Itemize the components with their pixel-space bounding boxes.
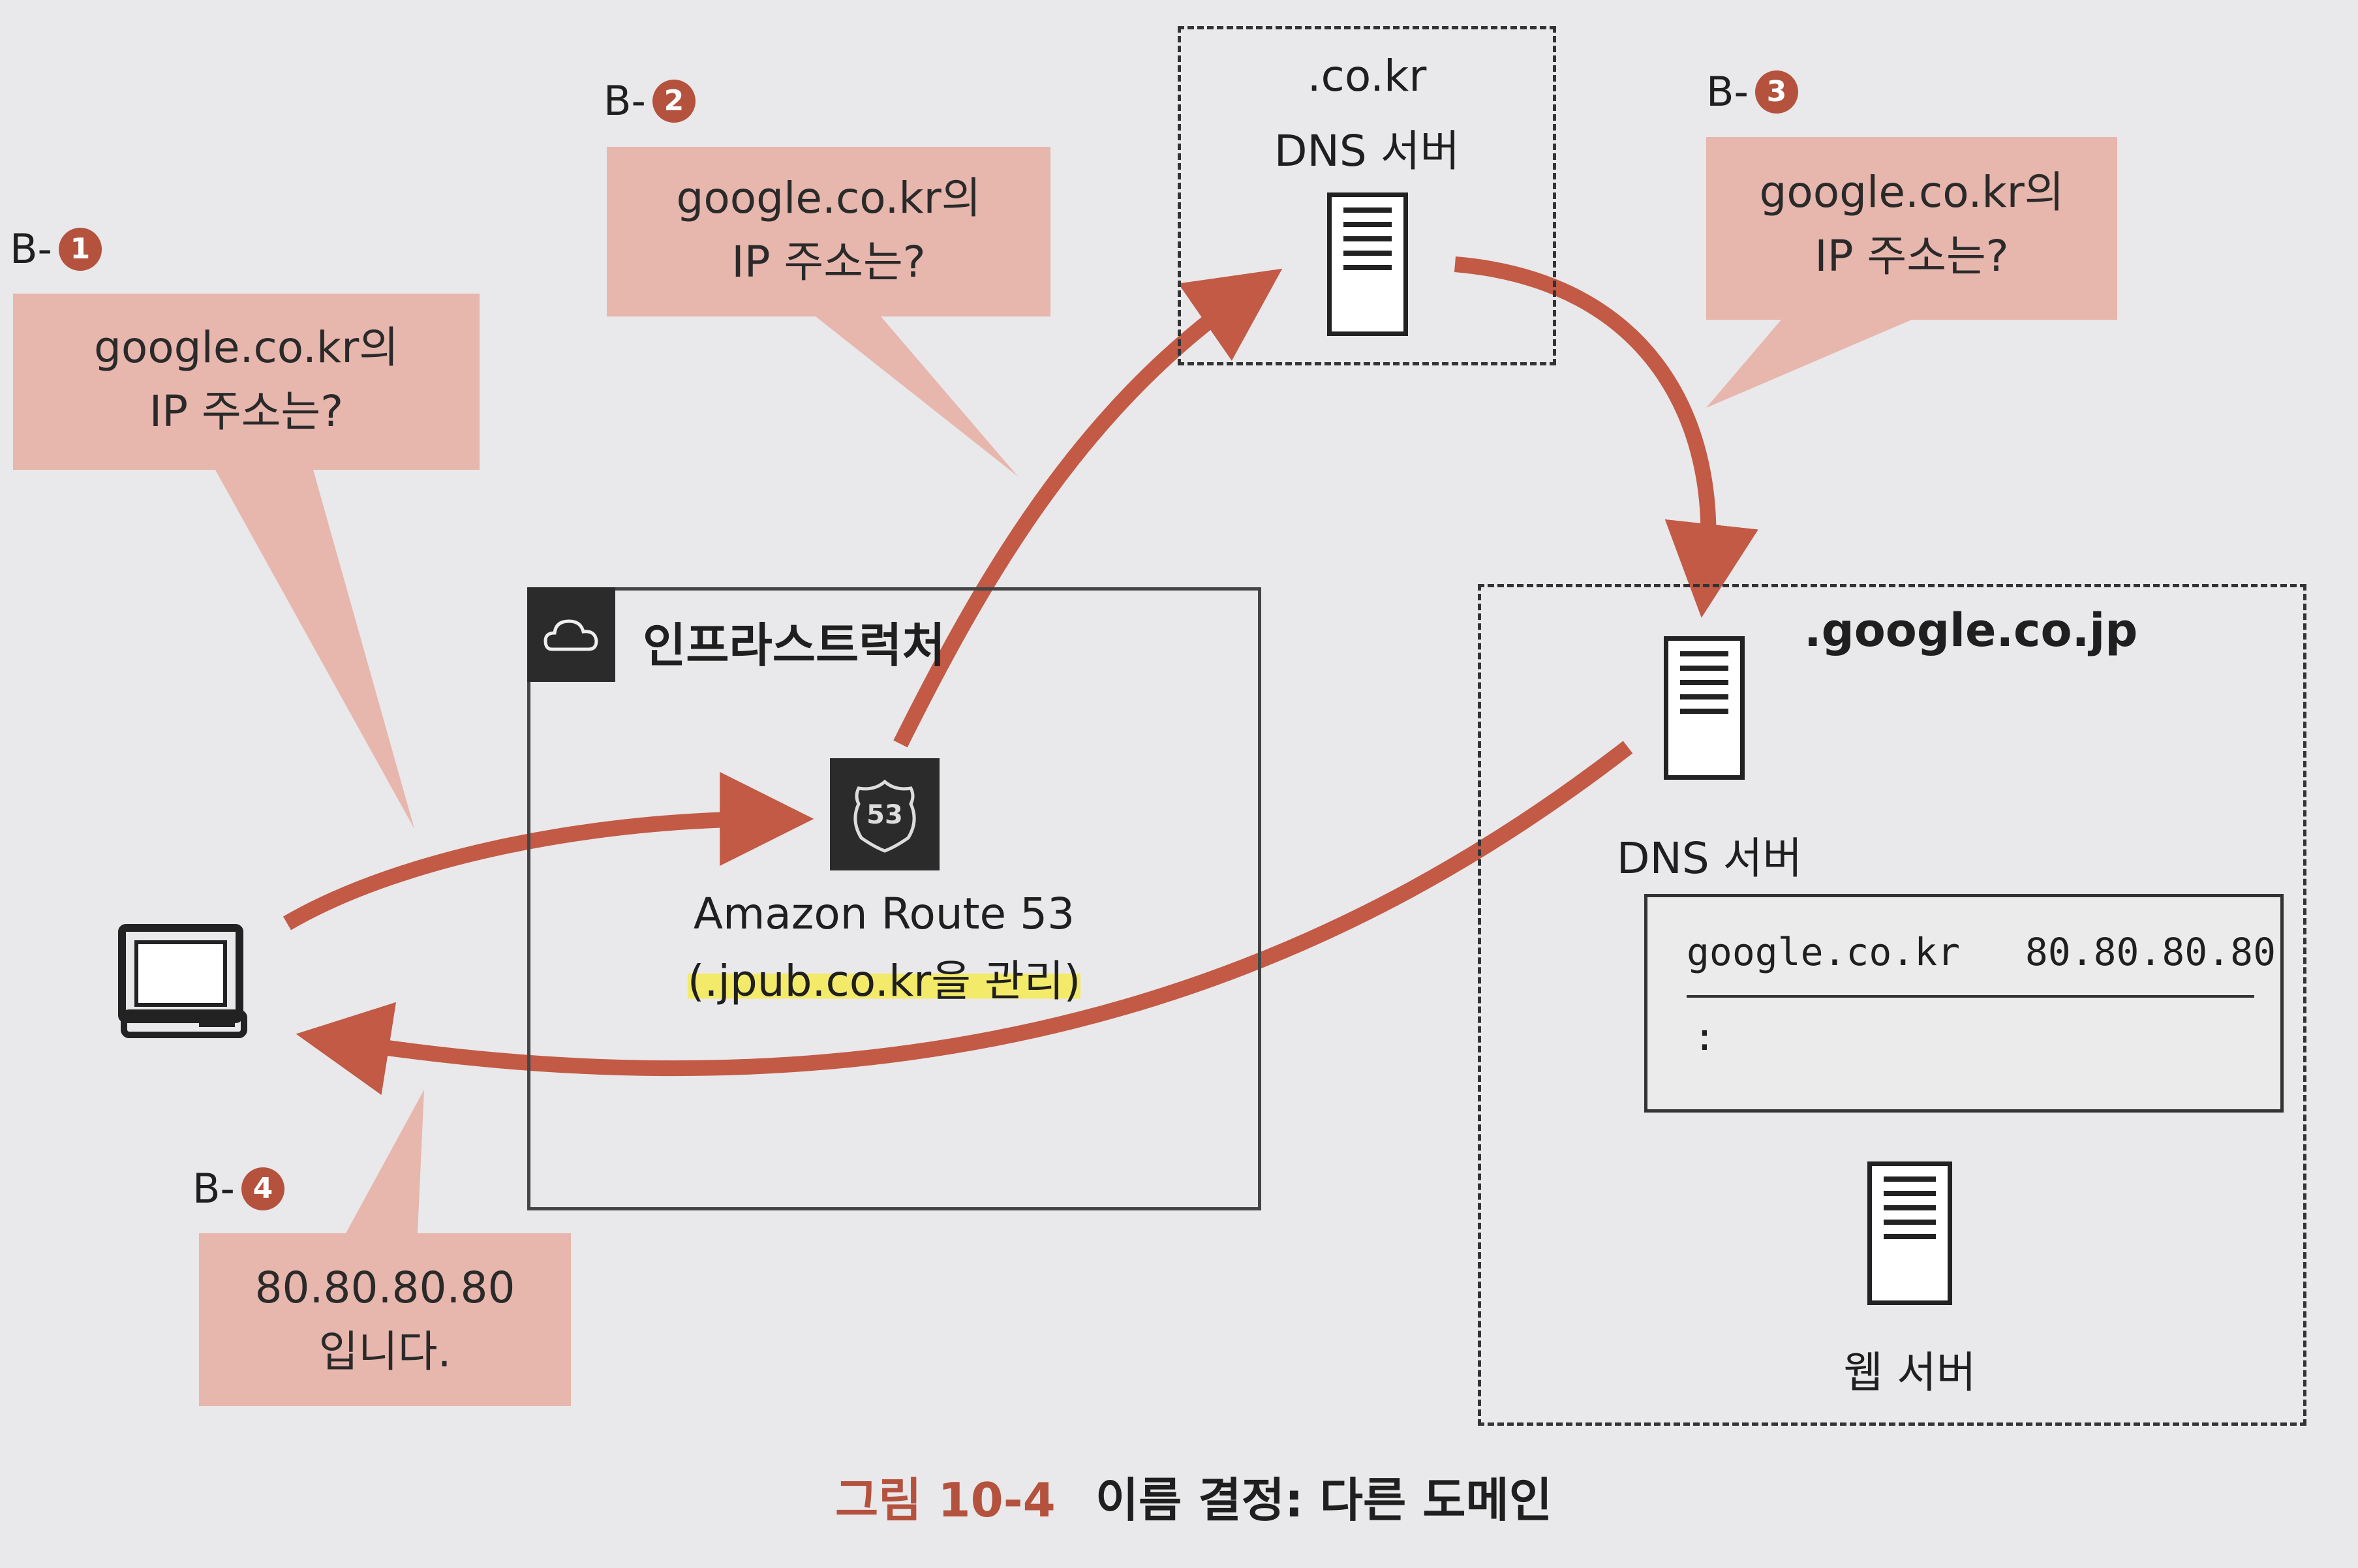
- arrow-route53-to-cokr: [893, 268, 1283, 748]
- step-prefix: B-: [604, 77, 646, 125]
- arrow-client-to-route53: [283, 772, 814, 930]
- step-prefix: B-: [1706, 68, 1749, 115]
- bubble-line: google.co.kr의: [676, 173, 981, 223]
- bubble-line: IP 주소는?: [731, 237, 926, 287]
- google-dns-server-icon: [1664, 636, 1745, 780]
- route53-note: (.jpub.co.kr을 관리): [687, 956, 1081, 1006]
- web-server-icon: [1867, 1161, 1952, 1305]
- bubble-text-b3: google.co.kr의 IP 주소는?: [1706, 161, 2117, 288]
- dns-record-table: google.co.kr 80.80.80.80 :: [1644, 894, 2284, 1113]
- arrow-cokr-to-google: [1454, 256, 1758, 618]
- google-dns-label: DNS 서버: [1616, 833, 1803, 884]
- bubble-line: google.co.kr의: [1759, 167, 2064, 217]
- step-label-b4: B- 4: [192, 1165, 284, 1212]
- bubble-line: google.co.kr의: [93, 322, 399, 373]
- bubble-b3: [1706, 137, 2117, 408]
- bubble-text-b4: 80.80.80.80 입니다.: [199, 1256, 571, 1384]
- cokr-dns-server-icon: [1327, 192, 1408, 336]
- bubble-line: 입니다.: [318, 1327, 452, 1377]
- arrow-google-to-client: [296, 741, 1633, 1096]
- cokr-domain-label: .co.kr: [1307, 51, 1427, 101]
- computer-icon: [118, 924, 247, 1038]
- web-server-label: 웹 서버: [1843, 1347, 1976, 1398]
- route53-badge-number: 53: [866, 800, 903, 830]
- figure-title: 이름 결정: 다른 도메인: [1095, 1473, 1552, 1528]
- bubble-line: IP 주소는?: [149, 386, 344, 437]
- infrastructure-title: 인프라스트럭처: [643, 618, 945, 673]
- bubble-b4: [199, 1090, 571, 1406]
- record-divider: [1687, 995, 2254, 998]
- step-prefix: B-: [10, 225, 52, 273]
- step-number-badge: 1: [58, 227, 102, 271]
- route53-note-wrap: (.jpub.co.kr을 관리): [659, 946, 1109, 1009]
- step-number-badge: 4: [241, 1167, 284, 1210]
- infrastructure-box: [527, 587, 1261, 1210]
- bubble-b2: [607, 147, 1050, 476]
- google-zone: [1478, 584, 2306, 1426]
- bubble-text-b2: google.co.kr의 IP 주소는?: [607, 166, 1050, 294]
- bubble-line: 80.80.80.80: [254, 1263, 515, 1313]
- bubble-text-b1: google.co.kr의 IP 주소는?: [13, 316, 480, 444]
- step-number-badge: 2: [652, 79, 696, 123]
- step-label-b3: B- 3: [1706, 68, 1798, 115]
- record-domain: google.co.kr: [1687, 930, 1961, 974]
- cokr-zone: [1178, 26, 1556, 365]
- figure-number: 그림 10-4: [835, 1473, 1056, 1528]
- cloud-icon: [527, 587, 615, 682]
- cokr-dns-label: DNS 서버: [1274, 126, 1460, 176]
- route53-icon: 53: [830, 758, 940, 870]
- google-domain-label: .google.co.jp: [1804, 604, 2138, 657]
- step-number-badge: 3: [1754, 70, 1798, 114]
- route53-name: Amazon Route 53: [693, 889, 1075, 939]
- step-label-b1: B- 1: [10, 225, 102, 273]
- record-more: :: [1693, 1015, 1716, 1059]
- step-label-b2: B- 2: [604, 77, 696, 125]
- bubble-line: IP 주소는?: [1814, 231, 2009, 281]
- figure-caption: 그림 10-4 이름 결정: 다른 도메인: [835, 1462, 1552, 1530]
- step-prefix: B-: [192, 1165, 235, 1212]
- record-ip: 80.80.80.80: [2025, 930, 2276, 974]
- dns-record-row: google.co.kr 80.80.80.80: [1687, 930, 2276, 974]
- bubble-b1: [13, 294, 480, 829]
